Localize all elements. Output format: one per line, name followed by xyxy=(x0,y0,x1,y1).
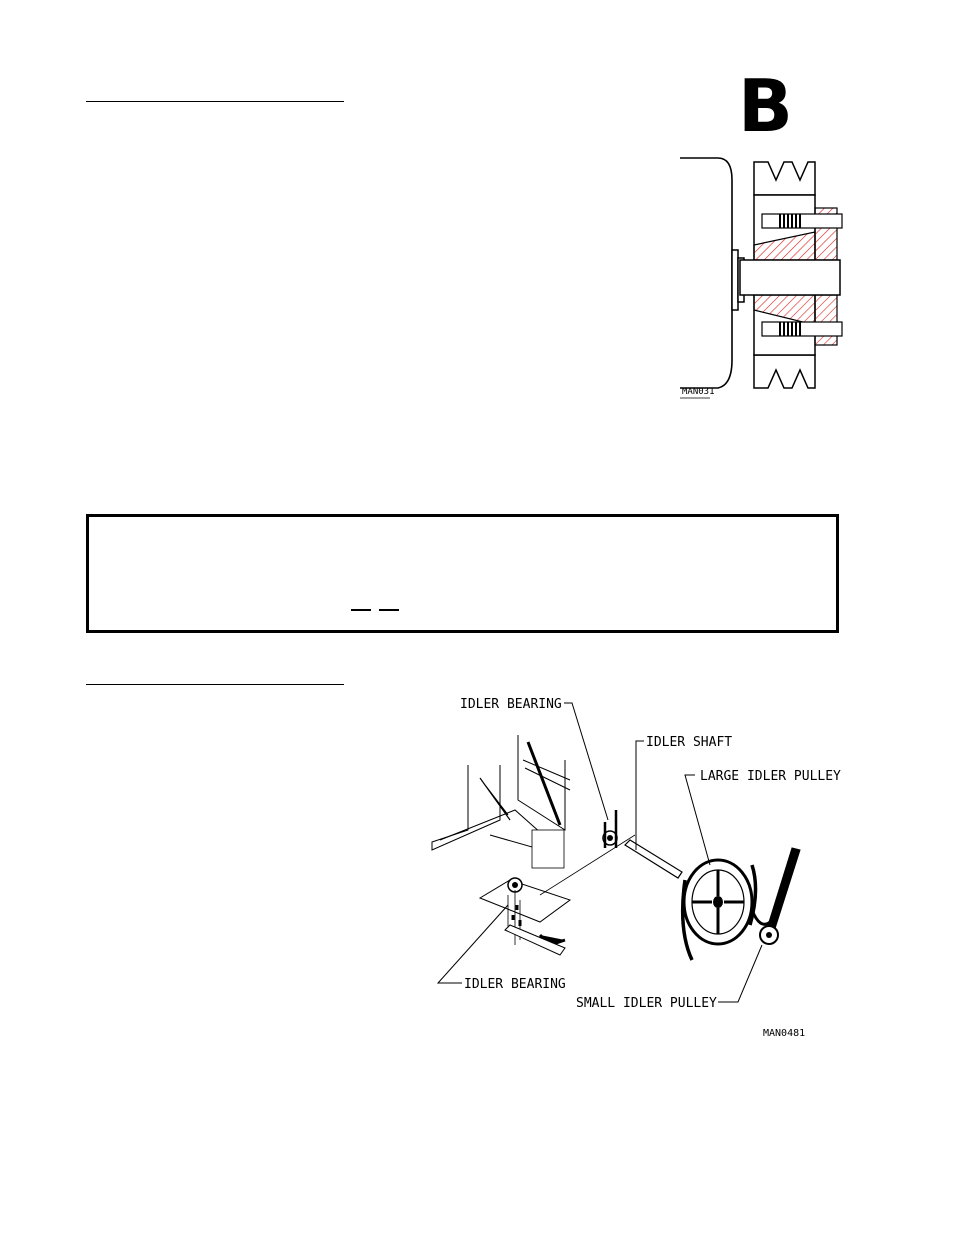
leader-large-idler-pulley xyxy=(684,774,711,866)
label-idler-bearing-top: IDLER BEARING xyxy=(460,697,562,712)
shaft xyxy=(739,259,841,296)
label-large-idler-pulley: LARGE IDLER PULLEY xyxy=(700,769,841,784)
cap-screw-top xyxy=(761,213,843,229)
plate-panel xyxy=(531,829,565,869)
section-heading-rule-bottom xyxy=(86,684,344,685)
idler-shaft xyxy=(624,839,683,879)
leader-idler-shaft xyxy=(635,740,644,850)
bushing-flange-bottom xyxy=(814,294,838,346)
belt-large xyxy=(680,864,758,961)
pulley-section-diagram: MAN031 xyxy=(680,157,843,399)
label-small-idler-pulley: SMALL IDLER PULLEY xyxy=(576,996,717,1011)
leader-small-idler-pulley xyxy=(718,944,763,1003)
idler-assembly-diagram: IDLER BEARING IDLER SHAFT LARGE IDLER PU… xyxy=(431,697,841,1039)
pulley-bottom-grooves xyxy=(753,354,816,389)
figure-letter-b: B xyxy=(738,64,793,148)
section-heading-rule-top xyxy=(86,101,344,102)
bearing-plate xyxy=(478,879,572,923)
belt-small xyxy=(764,847,801,939)
notice-box xyxy=(86,514,839,633)
leader-idler-bearing-bottom xyxy=(436,904,509,984)
hub-plate xyxy=(731,249,739,311)
bottom-bracket xyxy=(504,924,566,956)
cap-screw-bottom xyxy=(761,321,843,337)
frame-brace xyxy=(479,777,511,821)
figure-code-man031: MAN031 xyxy=(682,387,715,397)
frame-panel xyxy=(431,765,501,851)
notice-dash-1 xyxy=(351,609,371,611)
label-idler-shaft: IDLER SHAFT xyxy=(646,735,732,750)
pulley-top-grooves xyxy=(753,161,816,196)
leader-idler-bearing-top xyxy=(564,702,609,821)
frame-upright xyxy=(517,735,566,831)
figure-code-man0481: MAN0481 xyxy=(763,1028,805,1039)
label-idler-bearing-bottom: IDLER BEARING xyxy=(464,977,566,992)
notice-dash-2 xyxy=(379,609,399,611)
bracket-curve xyxy=(680,157,733,389)
